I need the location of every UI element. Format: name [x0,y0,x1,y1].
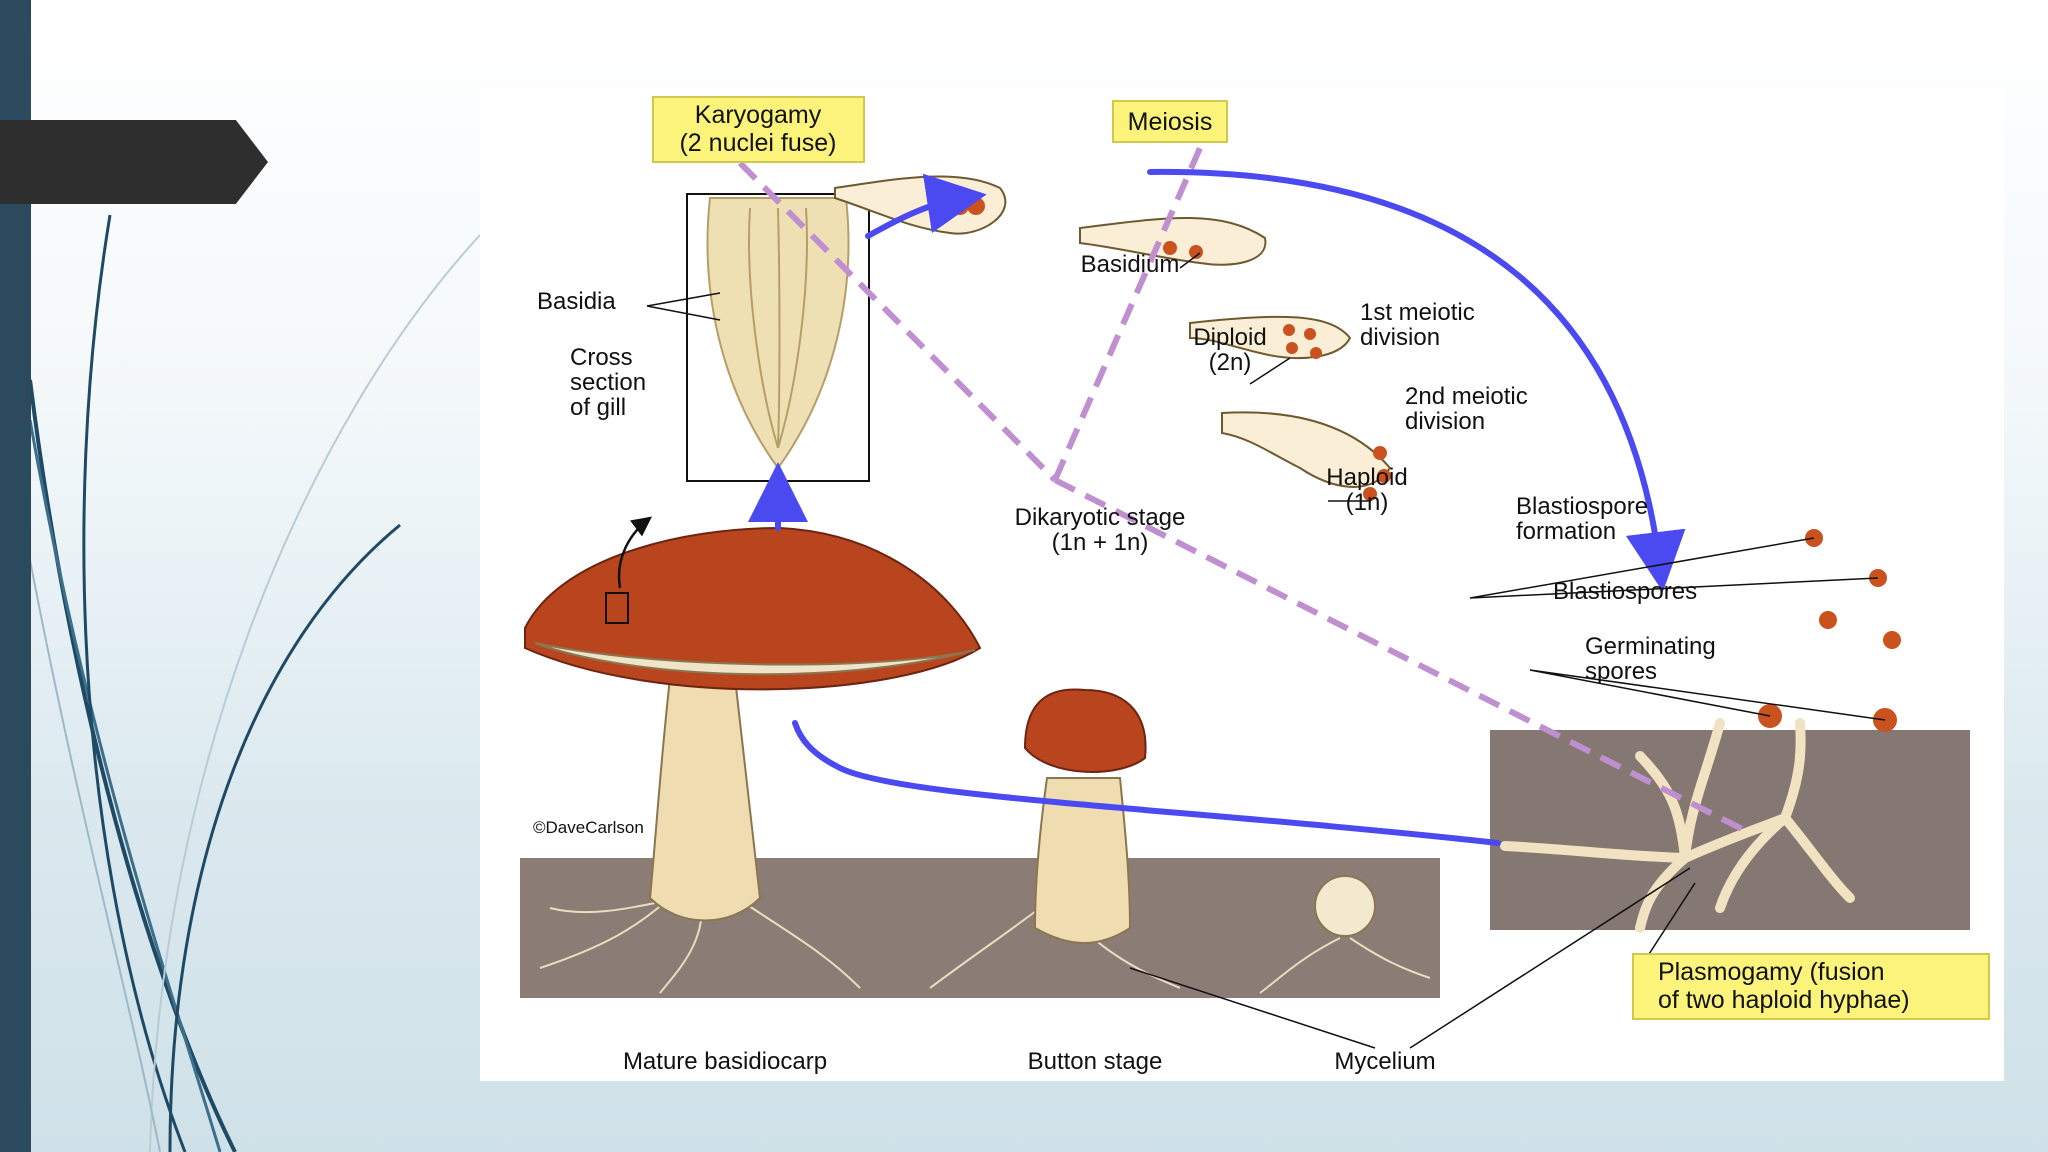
dikaryotic-ploidy: (1n + 1n) [1052,529,1149,556]
basidiomycete-life-cycle-diagram: Karyogamy (2 nuclei fuse) Meiosis Plasmo… [520,96,1990,1075]
decorative-curves [28,214,481,1152]
blastiospore-formation-line-1: Blastiospore [1516,493,1648,520]
credit-label: ©DaveCarlson [533,818,644,837]
basidia-label: Basidia [537,288,616,315]
plasmogamy-line-1: Plasmogamy (fusion [1658,958,1884,986]
karyogamy-line-2: (2 nuclei fuse) [679,129,836,157]
meiosis-label: Meiosis [1128,108,1213,136]
germinating-line-2: spores [1585,658,1657,685]
cross-section-line-3: of gill [570,394,626,421]
cycle-arrows [748,168,1686,846]
basidium-label: Basidium [1081,251,1180,278]
meiosis-label-box: Meiosis [1112,100,1228,143]
second-meiotic-line-1: 2nd meiotic [1405,383,1528,410]
diploid-label: Diploid [1193,324,1266,351]
dashed-phase-lines [737,146,1752,836]
button-stage-illustration [1023,688,1376,944]
label-pointer-lines [646,252,1886,1049]
karyogamy-label-box: Karyogamy (2 nuclei fuse) [652,96,865,163]
blastiospores-label: Blastiospores [1553,578,1697,605]
cross-section-line-1: Cross [570,344,633,371]
blastiospore-formation-line-2: formation [1516,518,1616,545]
first-meiotic-line-1: 1st meiotic [1360,299,1475,326]
haploid-label: Haploid [1326,464,1407,491]
mycelium-label: Mycelium [1334,1048,1435,1075]
plasmogamy-line-2: of two haploid hyphae) [1658,986,1910,1014]
diploid-ploidy: (2n) [1209,349,1252,376]
germinating-line-1: Germinating [1585,633,1716,660]
haploid-ploidy: (1n) [1346,489,1389,516]
soil-right [1490,730,1970,930]
cross-section-line-2: section [570,369,646,396]
first-meiotic-line-2: division [1360,324,1440,351]
plasmogamy-label-box: Plasmogamy (fusion of two haploid hyphae… [1632,953,1990,1020]
dikaryotic-label: Dikaryotic stage [1015,504,1186,531]
button-stage-label: Button stage [1028,1048,1163,1075]
title-tab [0,120,268,204]
second-meiotic-line-2: division [1405,408,1485,435]
haploid-hyphae [1500,718,1855,933]
mature-basidiocarp-label: Mature basidiocarp [623,1048,827,1075]
mature-basidiocarp-illustration [524,526,982,922]
karyogamy-line-1: Karyogamy [695,101,822,129]
